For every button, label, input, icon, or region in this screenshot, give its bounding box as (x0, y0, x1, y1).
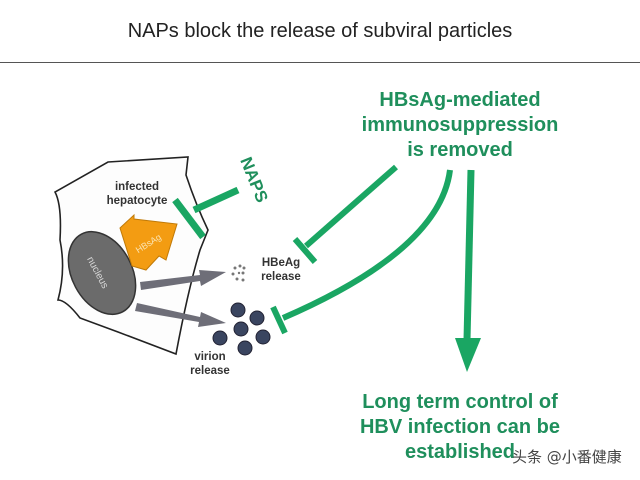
hbsag-arrow (119, 213, 178, 271)
watermark: 头条 @小番健康 (512, 448, 622, 466)
effect-text: HBsAg-mediated immunosuppression is remo… (361, 89, 559, 161)
naps-inhibitor (172, 186, 240, 240)
slide-title: NAPs block the release of subviral parti… (127, 20, 513, 42)
outcome-text: Long term control of HBV infection can b… (359, 391, 561, 463)
title-divider (0, 62, 640, 63)
inhibit-hbeag (292, 164, 398, 264)
virion-release-arrow (135, 303, 226, 327)
hbeag-release-label: HBeAg release (261, 257, 301, 283)
virion-particles (212, 302, 271, 356)
nucleus (67, 230, 137, 316)
inhibit-virion (270, 169, 453, 335)
naps-label: NAPS (236, 154, 271, 205)
hbeag-particles (231, 264, 246, 282)
infected-hepatocyte-label: infected hepatocyte (106, 181, 168, 207)
hbeag-release-arrow (140, 270, 226, 290)
outcome-arrow (455, 169, 481, 372)
virion-release-label: virion release (190, 351, 230, 377)
